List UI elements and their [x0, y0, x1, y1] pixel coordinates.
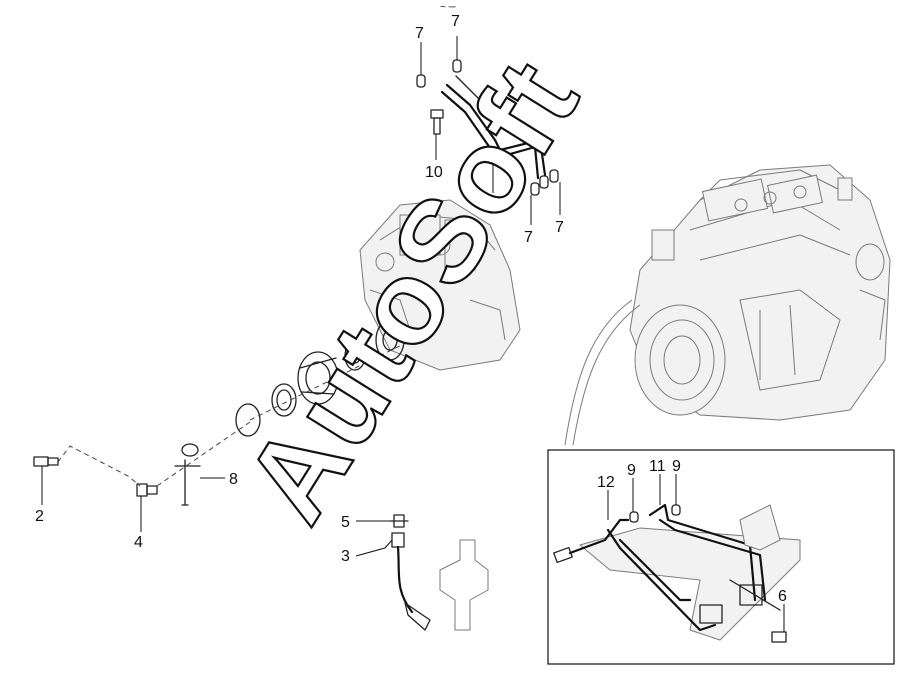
callout-10: 10 [425, 164, 443, 181]
callout-7-b: 7 [555, 219, 564, 236]
fuel-injection-pipe [440, 75, 547, 180]
callout-1: 1 [487, 197, 496, 214]
injector-shaft [439, 539, 489, 631]
watermark-text: AutoSoft [220, 38, 604, 544]
inset-assembly [553, 503, 801, 643]
callout-9: 9 [627, 462, 636, 479]
callout-7-left: 7 [415, 25, 424, 42]
engine-block-right [629, 164, 891, 421]
top-mark: ~ ─ [440, 2, 457, 13]
callout-4: 4 [134, 534, 143, 551]
callout-6: 6 [778, 588, 787, 605]
callout-7-a: 7 [524, 229, 533, 246]
bolt-4 [136, 483, 158, 497]
callout-11: 11 [649, 458, 666, 475]
callout-2: 2 [35, 508, 44, 525]
callout-12: 12 [597, 474, 615, 491]
engine-block-center [359, 199, 521, 371]
callout-8: 8 [229, 471, 238, 488]
sensor-5 [389, 514, 409, 528]
bolt-2 [33, 456, 59, 467]
callout-3: 3 [341, 548, 350, 565]
leader-lines [41, 36, 785, 632]
gear-assembly [235, 319, 421, 437]
bolt-10 [430, 109, 444, 135]
connector-8 [174, 443, 201, 506]
callout-7-top: 7 [451, 13, 460, 30]
callout-5: 5 [341, 514, 350, 531]
hose-3 [391, 532, 431, 631]
callout-9-b: 9 [672, 458, 681, 475]
